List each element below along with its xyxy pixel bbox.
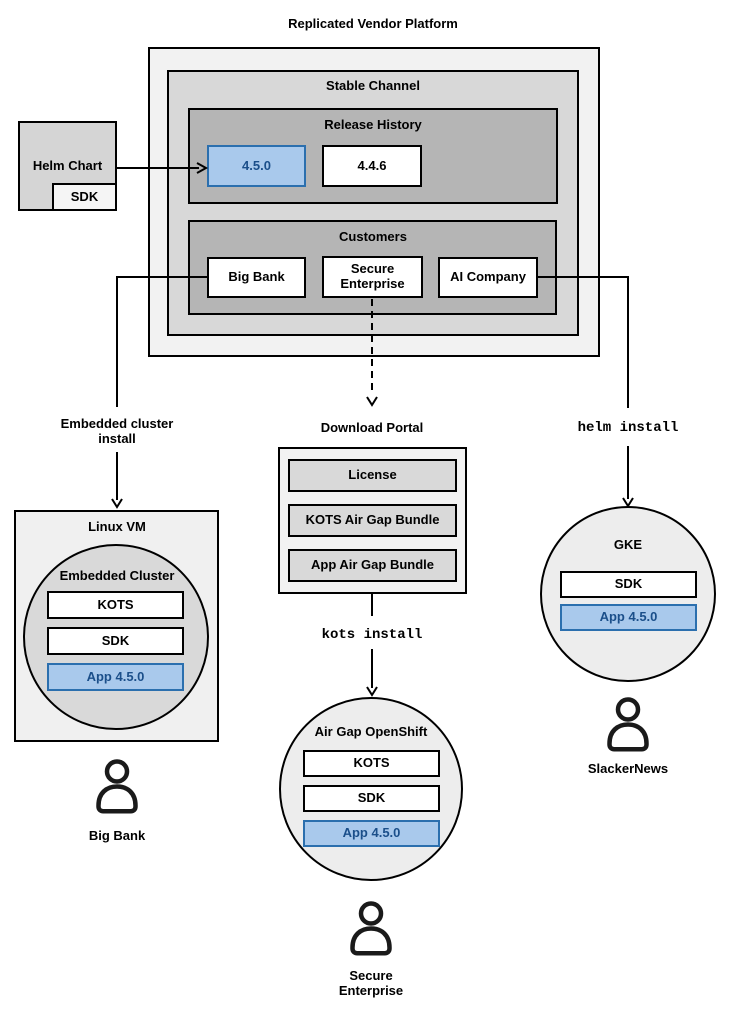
helm-chart-sdk-box: SDK [52, 183, 117, 211]
big-bank-user-label: Big Bank [88, 828, 146, 843]
kots-install-label: kots install [321, 627, 423, 643]
airgap-sdk-box: SDK [303, 785, 440, 812]
portal-app-bundle-box: App Air Gap Bundle [288, 549, 457, 582]
slackernews-user-label: SlackerNews [587, 761, 669, 776]
secure-enterprise-user-icon [350, 901, 392, 956]
customer-big-bank-box: Big Bank [207, 257, 306, 298]
portal-license-box: License [288, 459, 457, 492]
customer-ai-company-box: AI Company [438, 257, 538, 298]
embedded-kots-box: KOTS [47, 591, 184, 619]
linux-vm-label: Linux VM [88, 519, 146, 534]
slackernews-user-icon [607, 697, 649, 752]
release-history-label: Release History [324, 117, 422, 132]
customers-label: Customers [339, 229, 407, 244]
flow-portal-to-openshift [366, 594, 378, 697]
gke-app-box: App 4.5.0 [560, 604, 697, 631]
customer-secure-enterprise-box: Secure Enterprise [322, 256, 423, 298]
release-node-current: 4.5.0 [207, 145, 306, 187]
gke-label: GKE [613, 537, 643, 552]
helm-install-label: helm install [577, 420, 679, 436]
embedded-install-label: Embedded cluster install [60, 416, 174, 447]
secure-enterprise-user-label: Secure Enterprise [338, 968, 404, 999]
embedded-app-box: App 4.5.0 [47, 663, 184, 691]
gke-sdk-box: SDK [560, 571, 697, 598]
big-bank-user-icon [96, 759, 138, 814]
release-node-previous: 4.4.6 [322, 145, 422, 187]
portal-kots-bundle-box: KOTS Air Gap Bundle [288, 504, 457, 537]
platform-title: Replicated Vendor Platform [288, 16, 458, 31]
download-portal-label: Download Portal [320, 420, 424, 435]
embedded-cluster-label: Embedded Cluster [59, 568, 175, 583]
stable-channel-label: Stable Channel [326, 78, 420, 93]
embedded-sdk-box: SDK [47, 627, 184, 655]
airgap-kots-box: KOTS [303, 750, 440, 777]
airgap-openshift-label: Air Gap OpenShift [314, 724, 428, 739]
airgap-app-box: App 4.5.0 [303, 820, 440, 847]
